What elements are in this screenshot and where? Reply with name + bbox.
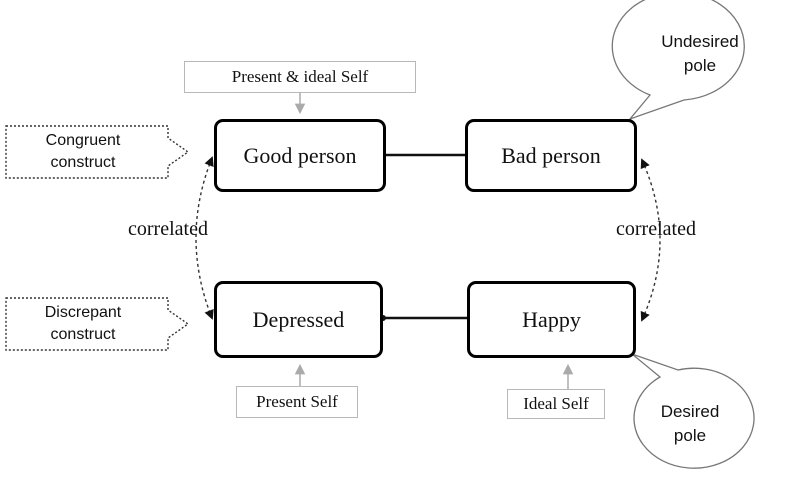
present-ideal-self-label: Present & ideal Self [184, 61, 416, 93]
desired-pole-text: Desired pole [635, 400, 745, 448]
discrepant-construct-arrow [5, 297, 190, 351]
congruent-line-2: construct [50, 154, 116, 171]
ideal-self-label: Ideal Self [507, 389, 605, 419]
node-good-person: Good person [214, 119, 386, 192]
present-self-label: Present Self [236, 386, 358, 418]
congruent-construct-text: Congruent construct [8, 130, 158, 174]
discrepant-construct-text: Discrepant construct [8, 302, 158, 346]
node-bad-person: Bad person [465, 119, 637, 192]
undesired-pole-callout [611, 0, 745, 121]
discrepant-line-1: Discrepant [44, 304, 122, 321]
node-happy: Happy [467, 281, 636, 358]
undesired-pole-text: Undesired pole [640, 30, 760, 78]
undesired-line-1: Undesired [661, 32, 739, 51]
desired-pole-callout [631, 353, 755, 469]
congruent-construct-arrow [5, 125, 190, 179]
left-correlated-label: correlated [128, 218, 208, 240]
undesired-line-2: pole [683, 56, 717, 75]
congruent-line-1: Congruent [45, 132, 121, 149]
left-correlation-curve [195, 156, 214, 320]
desired-line-2: pole [673, 426, 707, 445]
discrepant-line-2: construct [50, 326, 116, 343]
right-correlated-label: correlated [616, 218, 696, 240]
node-depressed: Depressed [214, 281, 383, 358]
desired-line-1: Desired [660, 402, 720, 421]
right-correlation-curve [640, 158, 661, 322]
